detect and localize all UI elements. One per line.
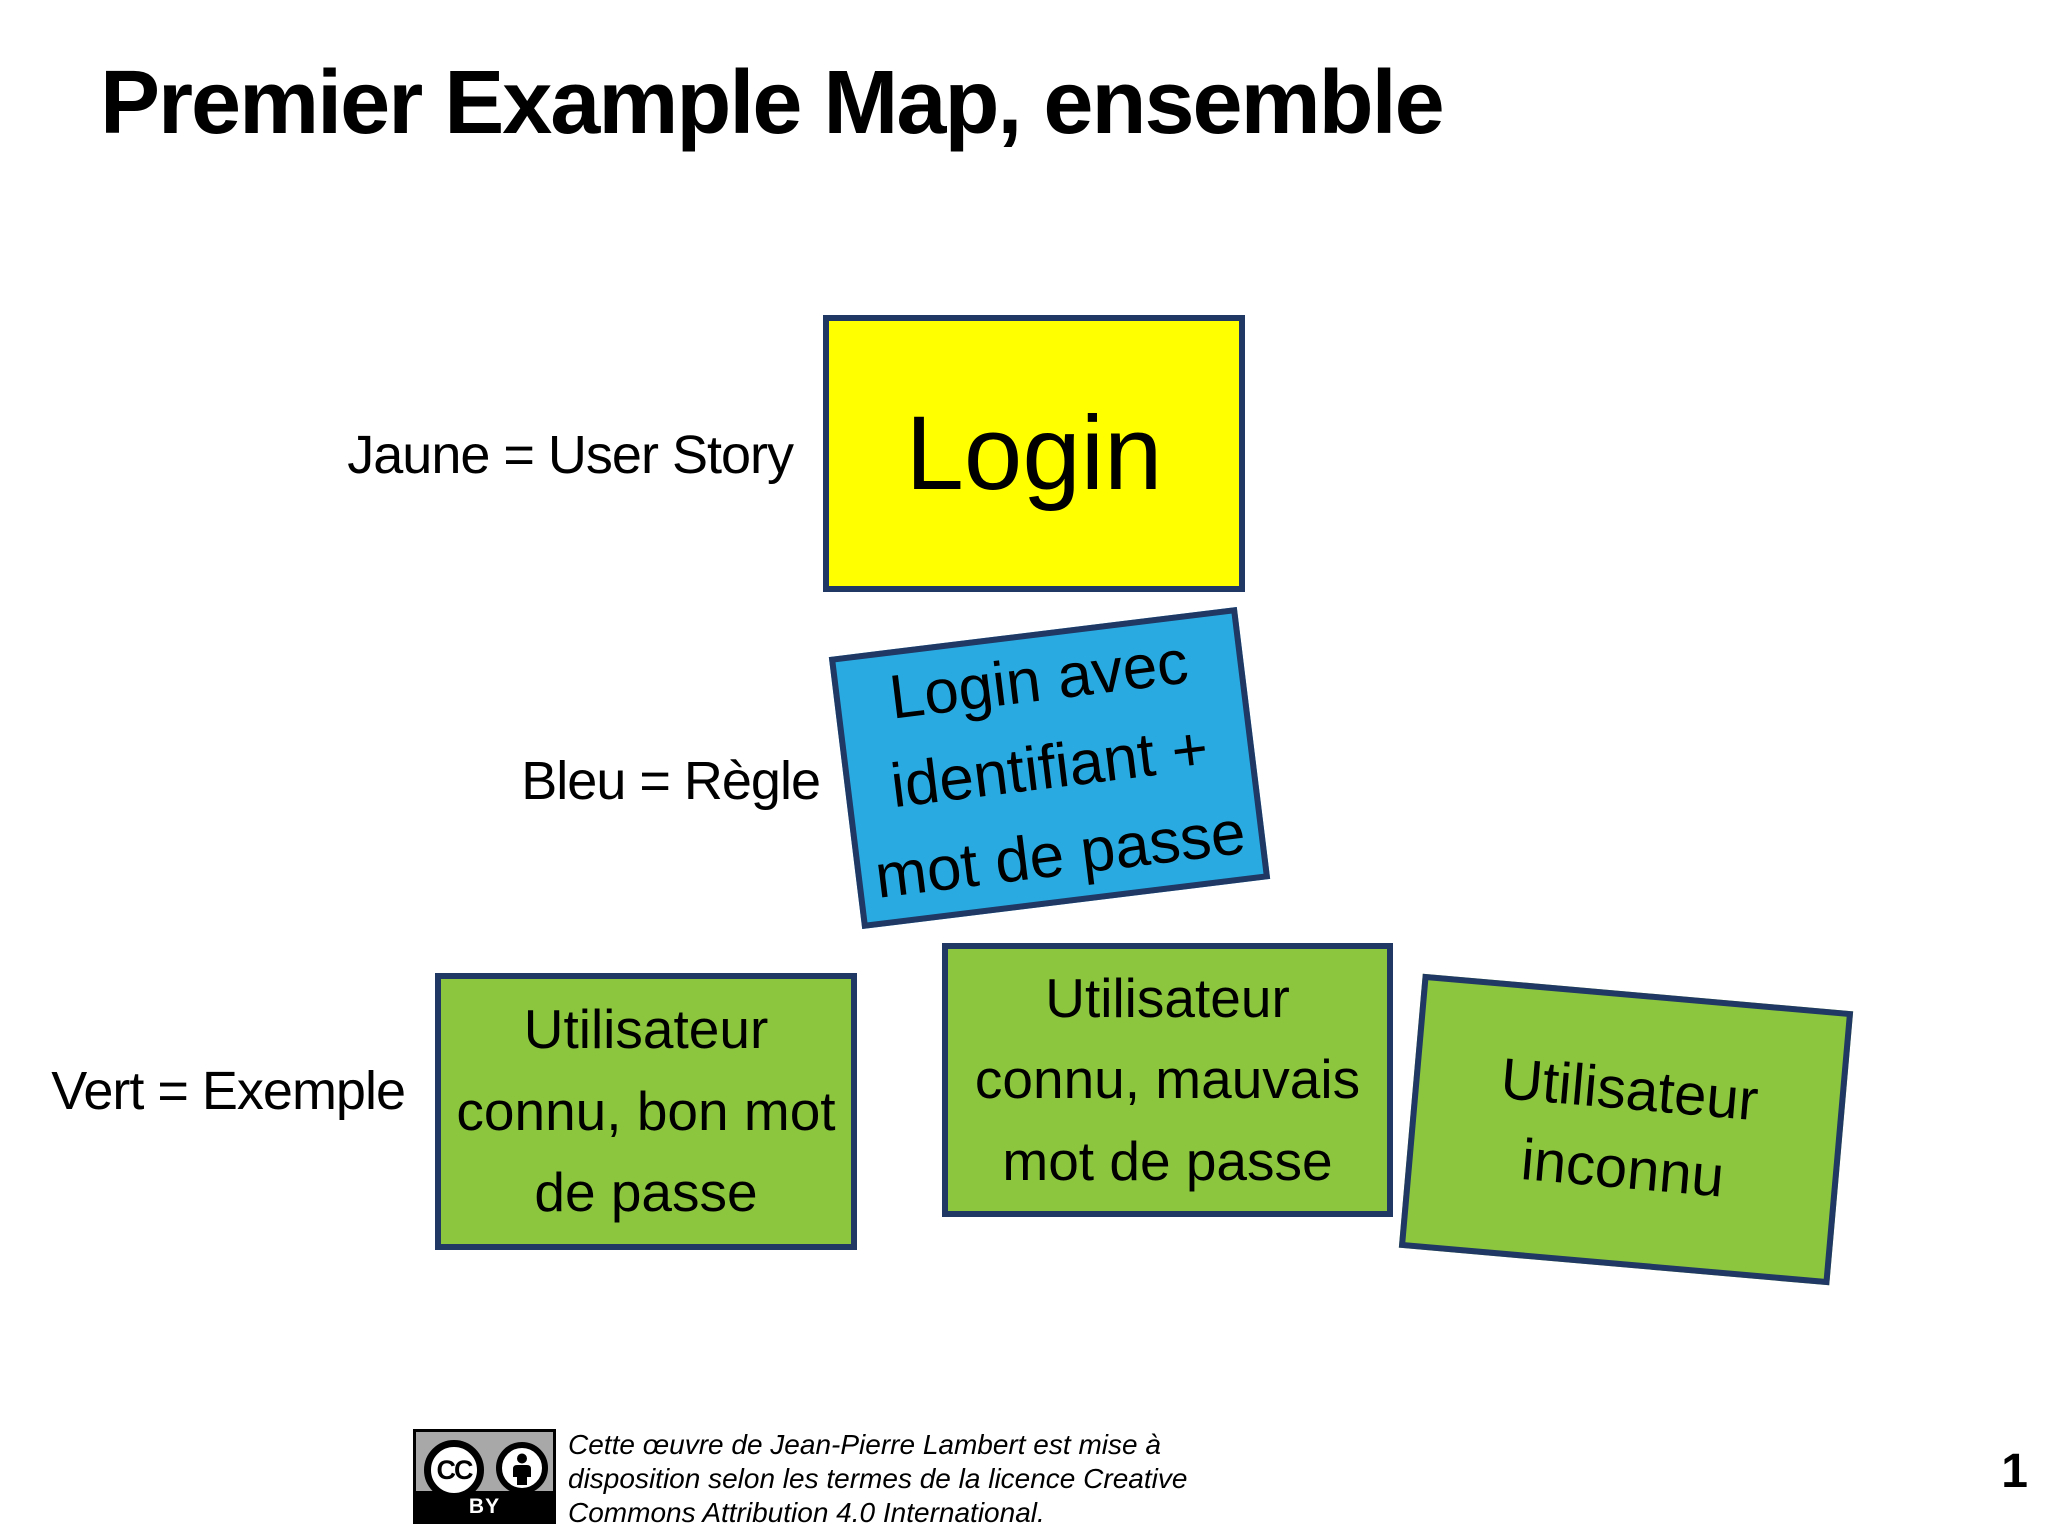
slide-title: Premier Example Map, ensemble <box>100 53 1445 153</box>
user-story-note-label: Login <box>905 395 1163 512</box>
example-note-line: Utilisateur <box>1045 966 1290 1029</box>
legend-label-yellow: Jaune = User Story <box>347 425 794 485</box>
example-note-3: Utilisateur inconnu <box>1398 973 1854 1286</box>
example-note-line: mot de passe <box>1002 1129 1333 1192</box>
example-note-line: connu, bon mot <box>456 1079 836 1142</box>
license-line: Commons Attribution 4.0 International. <box>568 1497 1045 1529</box>
example-note-line: inconnu <box>1518 1126 1727 1210</box>
example-note-1: Utilisateur connu, bon mot de passe <box>435 973 857 1250</box>
license-text: Cette œuvre de Jean-Pierre Lambert est m… <box>568 1428 1187 1530</box>
cc-badge-strip: BY <box>416 1491 553 1521</box>
legend-label-green: Vert = Exemple <box>51 1061 406 1121</box>
license-line: Cette œuvre de Jean-Pierre Lambert est m… <box>568 1429 1161 1460</box>
page-number: 1 <box>2001 1445 2028 1498</box>
license-line: disposition selon les termes de la licen… <box>568 1463 1188 1495</box>
rule-note: Login avec identifiant + mot de passe <box>828 606 1271 930</box>
cc-by-label: BY <box>468 1494 501 1518</box>
cc-license-badge: CC BY <box>413 1429 556 1524</box>
example-note-2: Utilisateur connu, mauvais mot de passe <box>942 943 1393 1217</box>
legend-label-blue: Bleu = Règle <box>521 751 821 811</box>
example-note-line: de passe <box>534 1161 758 1224</box>
example-note-line: Utilisateur <box>523 998 769 1061</box>
cc-person-glyph <box>513 1453 531 1485</box>
cc-person-icon <box>496 1442 548 1494</box>
cc-logo-icon: CC <box>424 1440 484 1500</box>
user-story-note: Login <box>823 315 1245 592</box>
example-note-line: connu, mauvais <box>974 1048 1361 1111</box>
